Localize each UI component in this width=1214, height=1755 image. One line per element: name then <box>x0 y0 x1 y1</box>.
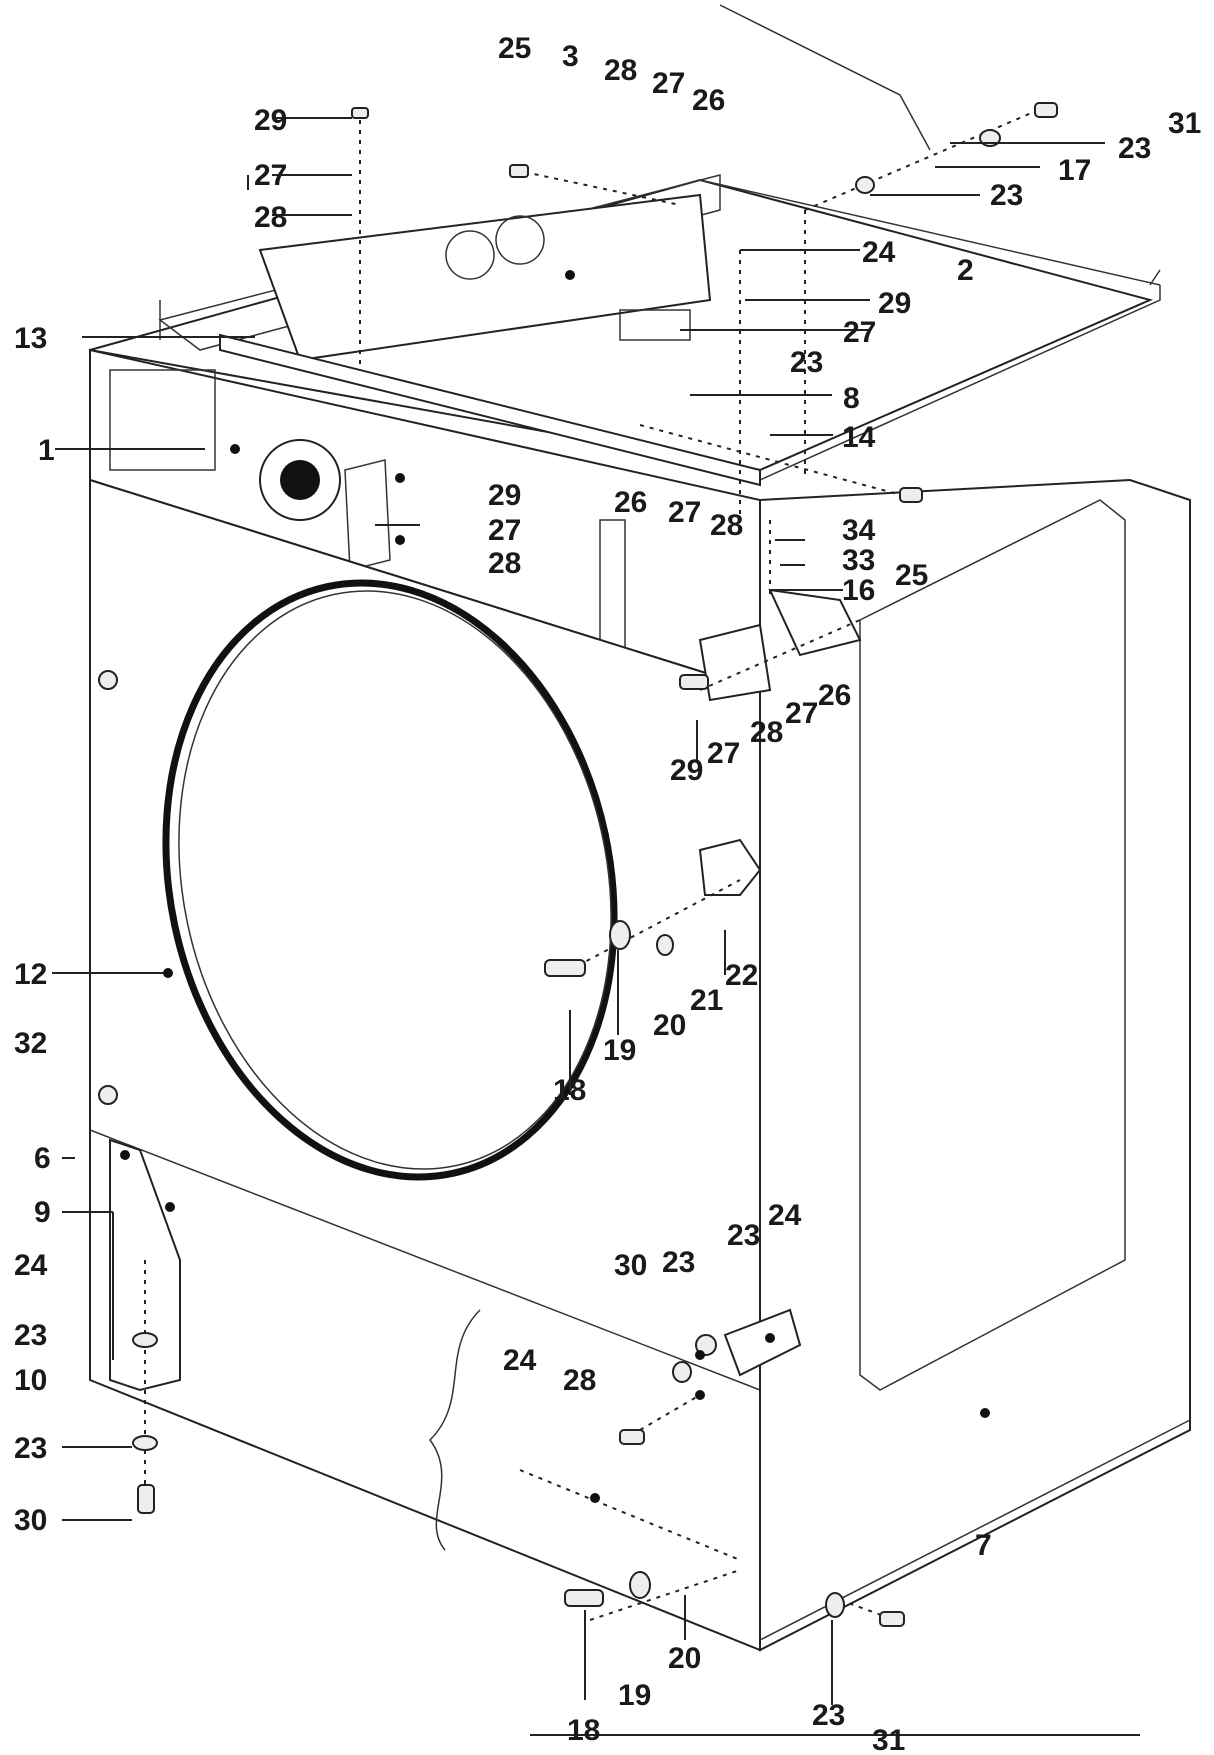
door-opening <box>162 579 618 1181</box>
part-label-25: 25 <box>895 559 928 592</box>
part-label-23: 23 <box>990 179 1023 212</box>
part-label-23: 23 <box>14 1319 47 1352</box>
callout-dots <box>120 270 990 1503</box>
part-label-32: 32 <box>14 1027 47 1060</box>
part-label-22: 22 <box>725 959 758 992</box>
part-label-12: 12 <box>14 958 47 991</box>
washer <box>855 176 875 194</box>
part-label-24: 24 <box>14 1249 48 1282</box>
part-label-30: 30 <box>614 1249 647 1282</box>
part-label-1: 1 <box>38 434 55 467</box>
part-label-29: 29 <box>670 754 703 787</box>
part-label-9: 9 <box>34 1196 51 1229</box>
part-label-28: 28 <box>604 54 637 87</box>
screw <box>564 1589 604 1607</box>
washer <box>609 920 631 950</box>
part-label-30: 30 <box>14 1504 47 1537</box>
washer <box>132 1332 158 1348</box>
part-label-19: 19 <box>603 1034 636 1067</box>
part-label-17: 17 <box>1058 154 1091 187</box>
part-label-23: 23 <box>662 1246 695 1279</box>
part-label-27: 27 <box>668 496 701 529</box>
part-label-28: 28 <box>710 509 743 542</box>
part-label-28: 28 <box>750 716 783 749</box>
part-label-26: 26 <box>818 679 851 712</box>
hinge-bracket <box>698 838 762 896</box>
screw <box>544 959 586 977</box>
screw <box>679 674 709 690</box>
washer <box>132 1435 158 1451</box>
part-label-34: 34 <box>842 514 876 547</box>
part-label-23: 23 <box>1118 132 1151 165</box>
part-label-29: 29 <box>488 479 521 512</box>
screw <box>509 164 529 178</box>
part-label-29: 29 <box>878 287 911 320</box>
part-label-27: 27 <box>843 316 876 349</box>
screw <box>879 1611 905 1627</box>
lock-bracket <box>768 588 862 657</box>
part-label-27: 27 <box>785 697 818 730</box>
screw <box>899 487 923 503</box>
washer <box>825 1592 845 1618</box>
part-label-14: 14 <box>842 421 876 454</box>
cabinet-drawing <box>89 4 1191 1652</box>
part-label-27: 27 <box>707 737 740 770</box>
part-label-23: 23 <box>727 1219 760 1252</box>
washer <box>672 1361 692 1383</box>
part-label-24: 24 <box>862 236 896 269</box>
part-label-24: 24 <box>768 1199 802 1232</box>
screw <box>351 107 369 119</box>
top-crossbar <box>219 333 761 487</box>
part-label-16: 16 <box>842 574 875 607</box>
part-label-20: 20 <box>668 1642 701 1675</box>
part-labels: 1 2 3 6 7 8 9 10 12 13 14 16 17 18 18 19… <box>14 32 1201 1755</box>
kick-bracket <box>109 1138 181 1392</box>
part-label-26: 26 <box>614 486 647 519</box>
screw <box>619 1429 645 1445</box>
cutaway-edge <box>429 1309 481 1551</box>
part-label-31: 31 <box>1168 107 1201 140</box>
part-label-33: 33 <box>842 544 875 577</box>
part-label-19: 19 <box>618 1679 651 1712</box>
side-panel <box>759 478 1191 1652</box>
part-label-13: 13 <box>14 322 47 355</box>
part-label-27: 27 <box>652 67 685 100</box>
part-label-28: 28 <box>563 1364 596 1397</box>
part-label-18: 18 <box>553 1074 586 1107</box>
part-label-21: 21 <box>690 984 723 1017</box>
part-label-10: 10 <box>14 1364 47 1397</box>
part-label-28: 28 <box>488 547 521 580</box>
part-label-28: 28 <box>254 201 287 234</box>
part-label-25: 25 <box>498 32 531 65</box>
part-label-8: 8 <box>843 382 860 415</box>
part-label-23: 23 <box>790 346 823 379</box>
part-label-18: 18 <box>567 1714 600 1747</box>
part-label-26: 26 <box>692 84 725 117</box>
part-label-29: 29 <box>254 104 287 137</box>
control-board <box>258 193 712 362</box>
screw <box>1034 102 1058 118</box>
part-label-27: 27 <box>254 159 287 192</box>
part-label-24: 24 <box>503 1344 537 1377</box>
washer <box>629 1571 651 1599</box>
part-label-20: 20 <box>653 1009 686 1042</box>
part-label-6: 6 <box>34 1142 51 1175</box>
part-label-27: 27 <box>488 514 521 547</box>
part-label-3: 3 <box>562 40 579 73</box>
part-label-7: 7 <box>975 1529 992 1562</box>
lower-hinge <box>723 1308 802 1377</box>
part-label-31: 31 <box>872 1724 905 1755</box>
washer <box>656 934 674 956</box>
leader-lines <box>52 117 1140 1736</box>
part-label-2: 2 <box>957 254 974 287</box>
part-label-23: 23 <box>812 1699 845 1732</box>
screw <box>137 1484 155 1514</box>
part-label-23: 23 <box>14 1432 47 1465</box>
